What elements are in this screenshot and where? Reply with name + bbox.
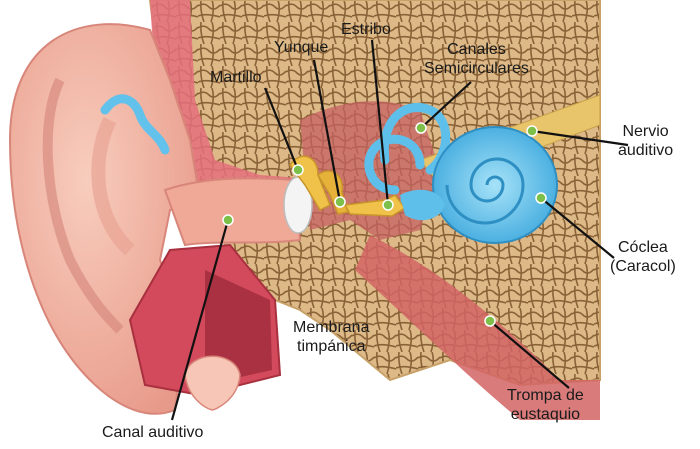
label-coclea-line2: (Caracol) <box>610 257 676 276</box>
ear-canal <box>165 178 300 245</box>
marker-coclea <box>536 193 546 203</box>
label-canales: Canales Semicirculares <box>424 40 529 78</box>
marker-nervio <box>527 126 537 136</box>
marker-trompa <box>485 316 495 326</box>
marker-canales <box>416 123 426 133</box>
label-coclea-line1: Cóclea <box>610 238 676 257</box>
label-trompa: Trompa de eustaquio <box>507 386 584 424</box>
label-membrana-line2: timpánica <box>293 337 369 356</box>
label-trompa-line1: Trompa de <box>507 386 584 405</box>
label-coclea: Cóclea (Caracol) <box>610 238 676 276</box>
label-martillo: Martillo <box>210 68 262 87</box>
marker-yunque <box>335 197 345 207</box>
marker-estribo <box>383 200 393 210</box>
label-nervio: Nervio auditivo <box>618 122 673 160</box>
label-trompa-line2: eustaquio <box>507 405 584 424</box>
label-canales-line2: Semicirculares <box>424 59 529 78</box>
label-canal: Canal auditivo <box>102 423 203 442</box>
label-estribo: Estribo <box>341 20 391 39</box>
marker-martillo <box>293 165 303 175</box>
label-nervio-line2: auditivo <box>618 141 673 160</box>
label-canales-line1: Canales <box>424 40 529 59</box>
label-membrana-line1: Membrana <box>293 318 369 337</box>
label-yunque: Yunque <box>274 38 328 57</box>
marker-canal <box>223 215 233 225</box>
earlobe <box>185 356 240 410</box>
label-nervio-line1: Nervio <box>618 122 673 141</box>
cochlea <box>433 127 557 243</box>
label-membrana: Membrana timpánica <box>293 318 369 356</box>
